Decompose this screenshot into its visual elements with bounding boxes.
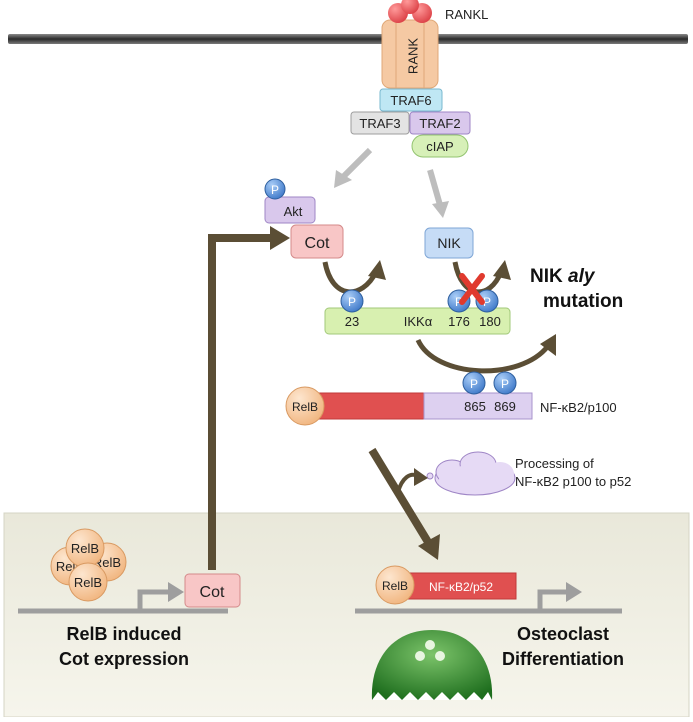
processing-line-1: Processing of	[515, 456, 594, 471]
nik-box	[424, 227, 474, 259]
relb-cluster: RelB RelB RelB RelB	[50, 528, 127, 602]
ikk-phospho-23-label: P	[348, 295, 356, 309]
cot-gene-label: Cot	[200, 584, 225, 601]
traf2-label: TRAF2	[419, 116, 460, 131]
arrow-p100-to-nucleus	[368, 447, 432, 545]
arrow-ikk-to-p100	[415, 338, 550, 374]
p100-site-865: 865	[464, 399, 486, 414]
arrow-traf2-to-nik	[427, 169, 443, 206]
nucleus-relb-label: RelB	[382, 579, 408, 593]
p52-label: NF-κB2/p52	[429, 580, 493, 594]
cell-membrane	[8, 34, 688, 44]
akt-phospho-label: P	[271, 183, 279, 197]
right-caption-1: Osteoclast	[517, 624, 609, 644]
left-caption-2: Cot expression	[59, 649, 189, 669]
promoter-arrow-right	[537, 589, 570, 611]
ciap-box	[411, 134, 469, 158]
arrow-cot-induction	[208, 234, 272, 570]
akt-box	[264, 196, 316, 224]
ikk-site-23: 23	[345, 314, 359, 329]
traf3-box	[350, 111, 410, 135]
p100-phospho-869-label: P	[501, 377, 509, 391]
svg-text:RelB: RelB	[74, 575, 102, 590]
p100-phospho-865-label: P	[470, 377, 478, 391]
p100-relb-label: RelB	[292, 400, 318, 414]
akt-phospho	[264, 178, 286, 200]
rankl-label: RANKL	[445, 7, 488, 22]
ikk-label: IKKα	[404, 314, 433, 329]
akt-label: Akt	[284, 204, 303, 219]
p100-red-segment	[317, 392, 425, 420]
ikk-alpha-bar	[324, 307, 511, 335]
p100-label: NF-κB2/p100	[540, 400, 617, 415]
right-caption-2: Differentiation	[502, 649, 624, 669]
nucleus-relb	[375, 565, 415, 605]
ciap-label: cIAP	[426, 139, 453, 154]
osteoclast-icon	[371, 630, 493, 700]
promoter-arrow-left	[137, 589, 172, 611]
p100-site-869: 869	[494, 399, 516, 414]
traf3-label: TRAF3	[359, 116, 400, 131]
ikk-phospho-180	[475, 289, 499, 313]
traf2-box	[409, 111, 471, 135]
ikk-site-180: 180	[479, 314, 501, 329]
aly-block-x-icon	[459, 273, 485, 305]
rank-label: RANK	[405, 38, 420, 74]
rankl-ball-3	[401, 0, 419, 14]
p100-phospho-869	[493, 371, 517, 395]
cot-label: Cot	[305, 235, 330, 252]
ikk-site-176: 176	[448, 314, 470, 329]
p100-relb	[285, 386, 325, 426]
p100-purple-segment	[423, 392, 533, 420]
mutation-line-1: NIK aly	[530, 266, 596, 287]
traf6-box	[379, 88, 443, 112]
cot-gene-box	[184, 573, 241, 608]
ikk-phospho-23	[340, 289, 364, 313]
processing-line-2: NF-κB2 p100 to p52	[515, 474, 631, 489]
left-caption-1: RelB induced	[66, 624, 181, 644]
arrow-cot-to-ikk	[322, 261, 379, 295]
arrow-traf3-to-akt	[339, 147, 373, 181]
p100-phospho-865	[462, 371, 486, 395]
ikk-phospho-180-label: P	[483, 295, 491, 309]
nik-label: NIK	[437, 235, 461, 251]
p52-box	[404, 572, 517, 600]
processing-cloud-icon	[419, 451, 516, 496]
mutation-line-2: mutation	[543, 291, 623, 312]
svg-text:RelB: RelB	[71, 541, 99, 556]
cot-box	[290, 224, 344, 259]
traf6-label: TRAF6	[390, 93, 431, 108]
